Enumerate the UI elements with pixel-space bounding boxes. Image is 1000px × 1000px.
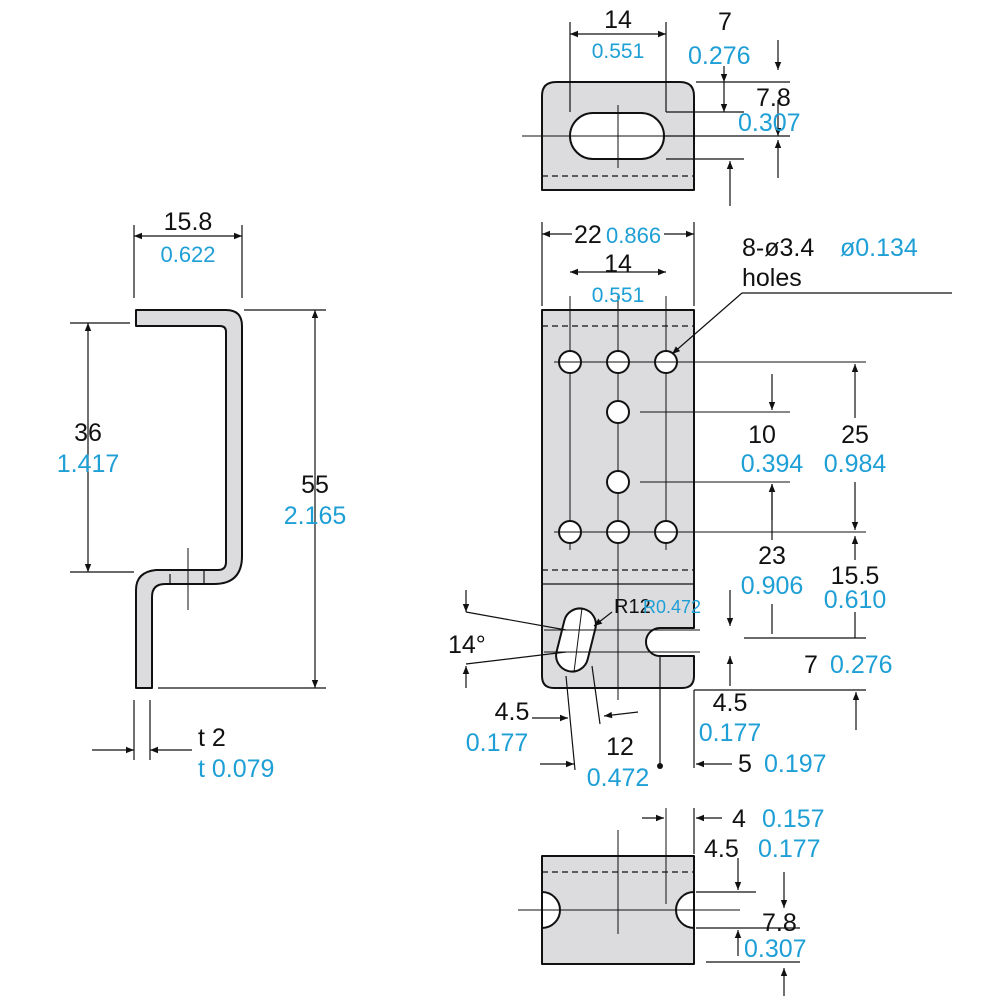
bottom-d4-mm: 4 (732, 805, 746, 833)
side-view: 15.8 0.622 36 1.417 55 2.165 t 2 t 0.079 (57, 208, 347, 783)
dist12-in: 0.472 (587, 764, 650, 792)
bottom-slotw-in: 0.307 (744, 935, 807, 963)
side-upper-in: 1.417 (57, 450, 120, 478)
top-offset-mm: 7 (718, 8, 732, 36)
hole (606, 400, 630, 424)
bottom-d45-mm: 4.5 (704, 835, 739, 863)
top-span-in: 0.551 (592, 40, 645, 63)
top-offset-in: 0.276 (688, 42, 751, 70)
holes-dia-in: ø0.134 (840, 234, 918, 262)
dist155-mm: 15.5 (831, 562, 880, 590)
side-profile (135, 309, 243, 689)
off45b-mm: 4.5 (495, 698, 530, 726)
off45a-mm: 4.5 (713, 689, 748, 717)
side-width-mm: 15.8 (164, 208, 213, 236)
off45a-in: 0.177 (699, 719, 762, 747)
bottom-d45-in: 0.177 (758, 835, 821, 863)
dist5-mm: 5 (738, 750, 752, 778)
side-width-in: 0.622 (160, 242, 215, 267)
dist23-mm: 23 (758, 542, 786, 570)
front-width-mm: 22 (574, 221, 602, 249)
pitch-in: 0.394 (741, 450, 804, 478)
off45b-in: 0.177 (466, 729, 529, 757)
bottom-slotw-mm: 7.8 (762, 909, 797, 937)
angled-slot (555, 607, 597, 673)
slot7-mm: 7 (804, 651, 818, 679)
top-slotw-in: 0.307 (738, 109, 801, 137)
bottom-d4-in: 0.157 (762, 805, 825, 833)
span25-in: 0.984 (824, 450, 887, 478)
bottom-view: 4 0.157 4.5 0.177 7.8 0.307 (518, 805, 825, 996)
slot7-in: 0.276 (830, 651, 893, 679)
dist155-in: 0.610 (824, 586, 887, 614)
top-view: 14 0.551 7 0.276 7.8 0.307 (522, 6, 801, 206)
span25-mm: 25 (841, 421, 869, 449)
angle-label: 14° (448, 631, 486, 659)
side-thick-in: t 0.079 (198, 755, 274, 783)
radius-mm: R12 (614, 596, 651, 618)
dist5-in: 0.197 (764, 750, 827, 778)
front-view: 22 0.866 14 0.551 8-ø3.4 ø0.134 holes 10… (448, 221, 952, 792)
front-width-in: 0.866 (606, 223, 661, 248)
dist12-mm: 12 (606, 733, 634, 761)
holes-count-mm: 8-ø3.4 (742, 234, 814, 262)
radius-in: R0.472 (643, 597, 701, 617)
top-span-mm: 14 (604, 6, 632, 34)
dist23-in: 0.906 (741, 572, 804, 600)
side-height-mm: 55 (301, 471, 329, 499)
top-slotw-mm: 7.8 (756, 84, 791, 112)
front-span-in: 0.551 (592, 284, 645, 307)
hole (606, 470, 630, 494)
side-height-in: 2.165 (284, 502, 347, 530)
front-span-mm: 14 (604, 250, 632, 278)
side-thick-mm: t 2 (198, 724, 226, 752)
side-upper-mm: 36 (74, 419, 102, 447)
pitch-mm: 10 (748, 421, 776, 449)
holes-word: holes (742, 264, 802, 292)
